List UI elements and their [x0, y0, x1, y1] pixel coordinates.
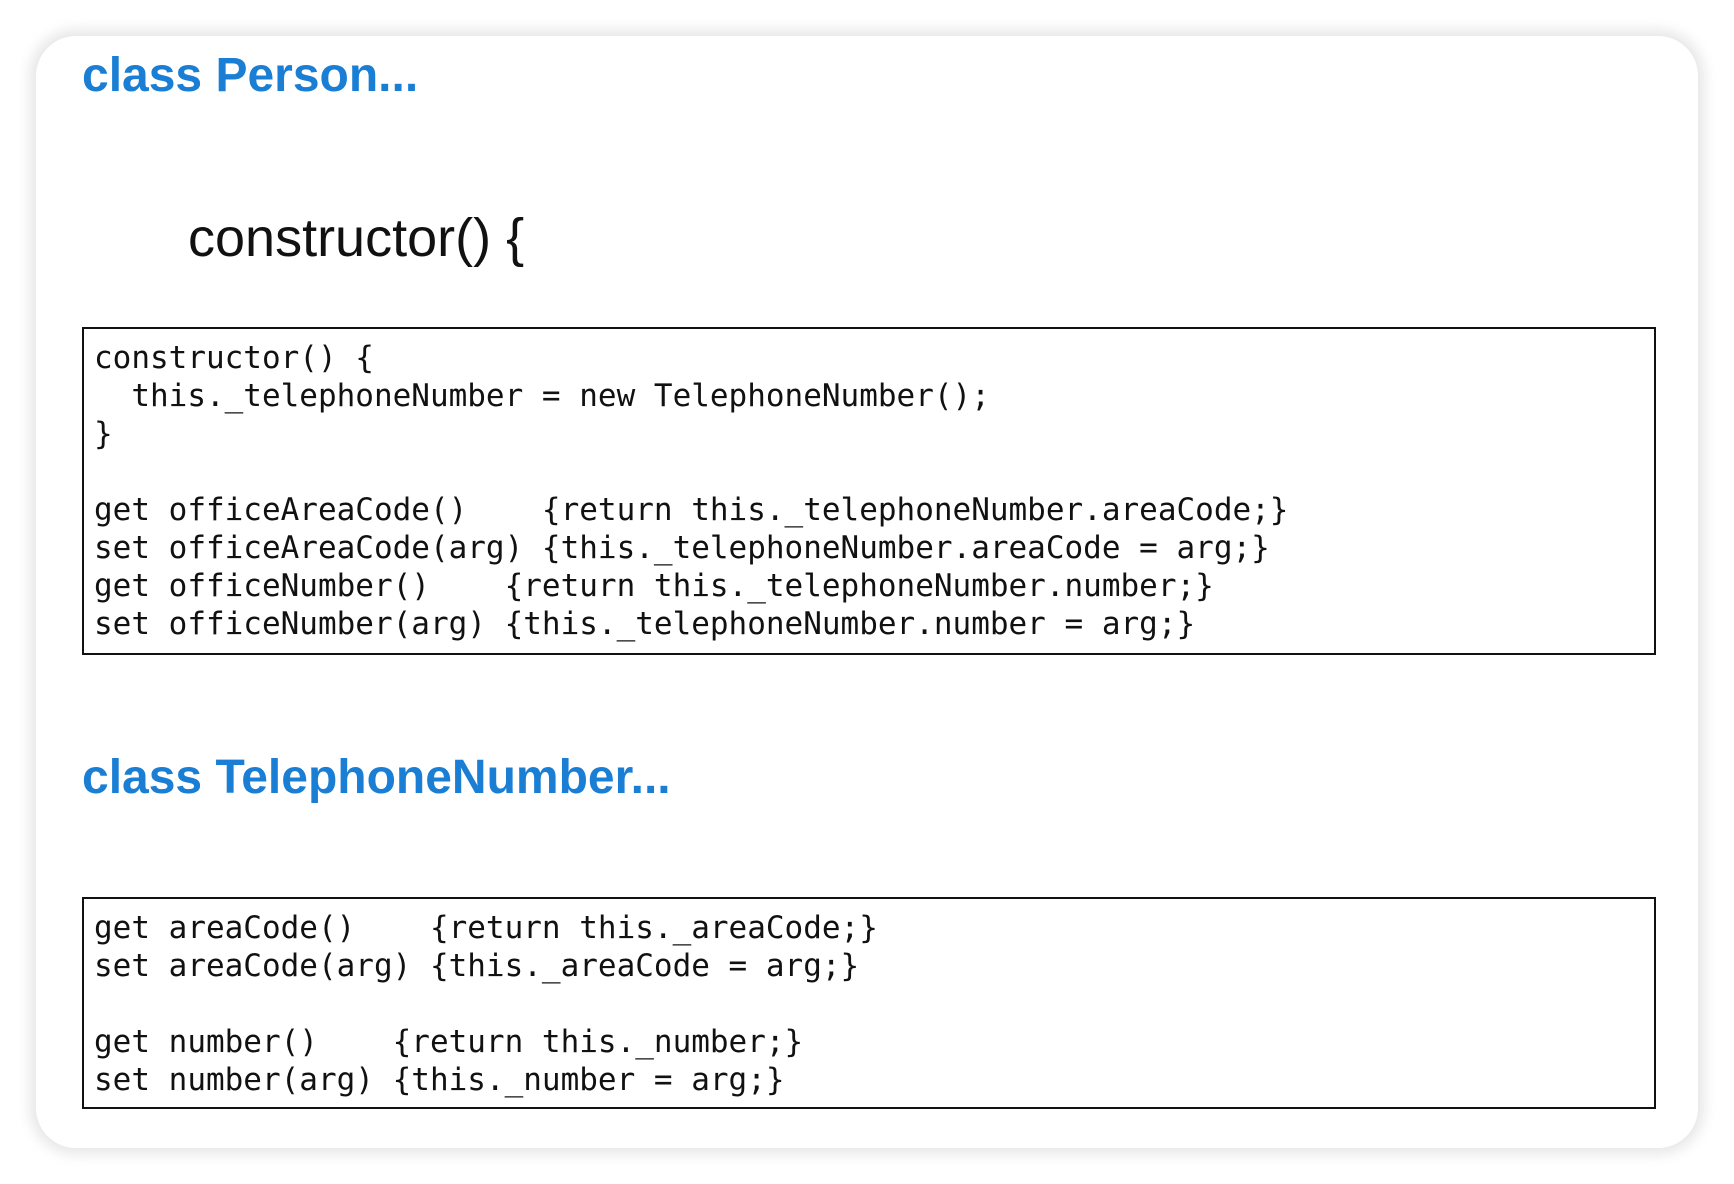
code-line: get officeAreaCode() {return this._telep… — [94, 492, 1289, 528]
person-code-block: constructor() { this._telephoneNumber = … — [82, 327, 1656, 655]
code-line: get officeNumber() {return this._telepho… — [94, 568, 1214, 604]
telephone-number-class-heading: class TelephoneNumber... — [82, 751, 671, 804]
code-line: set areaCode(arg) {this._areaCode = arg;… — [94, 948, 860, 984]
constructor-subheading: constructor() { — [188, 208, 525, 268]
code-line: this._telephoneNumber = new TelephoneNum… — [94, 378, 990, 414]
code-line: } — [94, 416, 113, 452]
code-line — [94, 453, 1644, 491]
code-line: set officeAreaCode(arg) {this._telephone… — [94, 530, 1270, 566]
code-line: get number() {return this._number;} — [94, 1024, 804, 1060]
telephone-number-code-block: get areaCode() {return this._areaCode;} … — [82, 897, 1656, 1109]
person-class-heading: class Person... — [82, 49, 419, 102]
code-line: set number(arg) {this._number = arg;} — [94, 1062, 785, 1098]
code-line — [94, 985, 1644, 1023]
code-line: set officeNumber(arg) {this._telephoneNu… — [94, 606, 1196, 642]
code-line: get areaCode() {return this._areaCode;} — [94, 910, 878, 946]
code-line: constructor() { — [94, 340, 374, 376]
document-card: class Person... constructor() { construc… — [36, 36, 1698, 1148]
